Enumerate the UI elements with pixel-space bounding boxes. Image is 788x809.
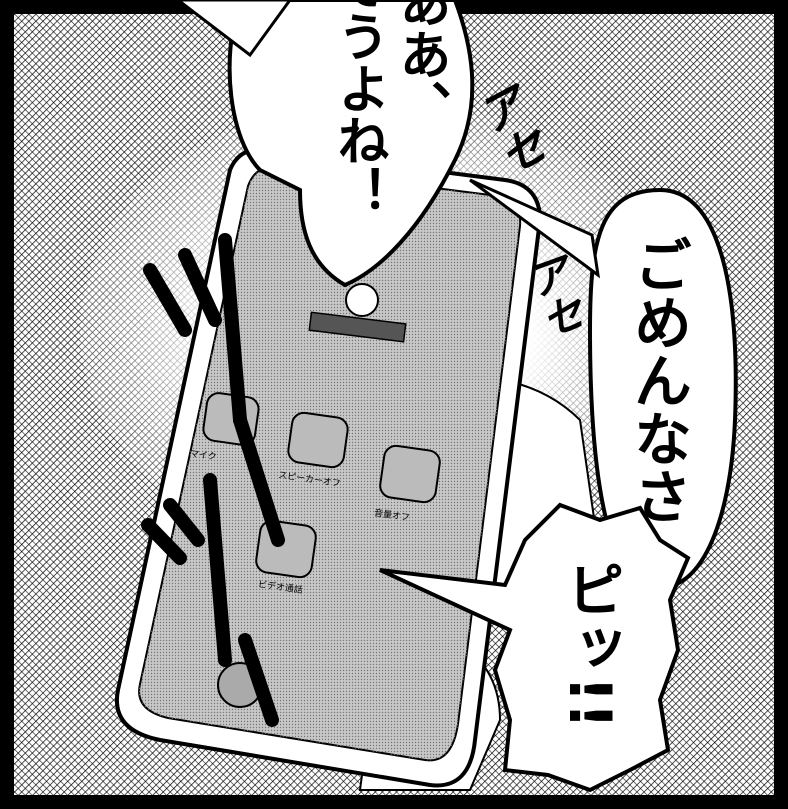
speech-text-right: ごめんなさ xyxy=(624,235,692,525)
video-call-icon xyxy=(255,519,317,579)
shake-lines xyxy=(141,233,285,727)
caller-name-bar xyxy=(308,311,407,343)
speech-text-top-a: ああ、 xyxy=(390,0,450,132)
speech-text-burst: ピッ!! xyxy=(556,560,624,729)
burst-bubble xyxy=(379,502,691,793)
speech-bubble-top xyxy=(175,0,475,288)
speech-text-top-b: そうよね！ xyxy=(328,0,388,218)
volume-off-icon xyxy=(379,444,441,504)
avatar-icon xyxy=(345,283,379,317)
speaker-off-icon xyxy=(287,411,349,469)
